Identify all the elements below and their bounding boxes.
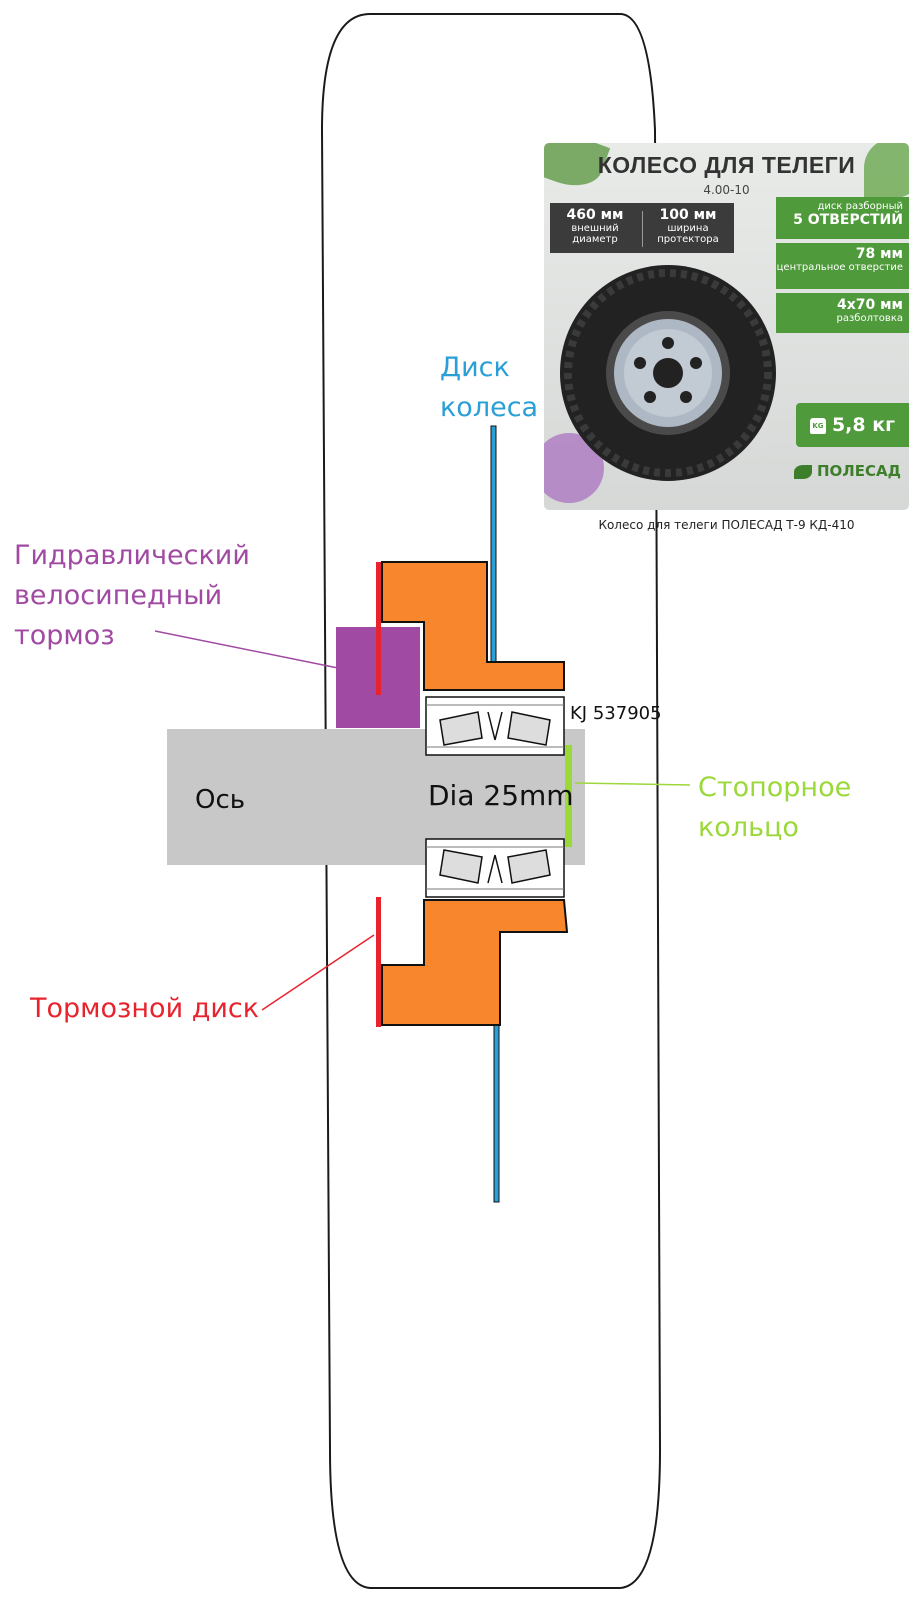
tire-outline [320,13,662,1589]
leader-retaining-ring [574,782,691,786]
hydraulic-brake-label: Гидравлический велосипедный тормоз [14,540,250,651]
spec-desc: диск разборный [817,201,904,212]
product-size: 4.00-10 [703,183,750,197]
bearing-upper [425,696,565,756]
product-title: КОЛЕСО ДЛЯ ТЕЛЕГИ [597,152,856,178]
spec-disk-holes: диск разборный 5 ОТВЕРСТИЙ [776,197,909,239]
leader-brake-disc [261,934,375,1011]
spec-desc: разболтовка [836,313,903,324]
spec-desc: ширина протектора [657,223,719,245]
spec-bolt-pattern: 4x70 мм разболтовка [776,293,909,333]
weight-badge: KG 5,8 кг [796,403,909,447]
spec-desc: внешний диаметр [571,223,619,245]
retaining-ring-label: Стопорное кольцо [698,772,852,843]
hub-upper [381,561,565,691]
spec-value: 5 ОТВЕРСТИЙ [793,212,903,228]
weight-kg-icon: KG [809,417,826,434]
spec-value: 100 мм [659,207,717,223]
spec-outer-diameter: 460 мм внешний диаметр [550,207,640,245]
weight-value: 5,8 кг [831,414,896,436]
tire-photo [560,265,776,481]
axle-label: Ось [195,785,246,815]
bearing-lower [425,838,565,898]
retaining-ring [565,745,572,847]
wheel-disk-label: Диск колеса [440,352,539,423]
spec-divider [642,211,643,247]
wheel-disk-upper [490,425,497,667]
spec-value: 460 мм [566,207,624,223]
product-caption: Колесо для телеги ПОЛЕСАД Т-9 КД-410 [598,518,855,532]
leaf-decoration [864,143,909,198]
spec-value: 78 мм [855,246,903,262]
leaf-logo-icon [794,464,812,479]
leader-hydraulic-brake [154,630,339,669]
spec-center-hole: 78 мм центральное отверстие [776,243,909,289]
brake-disc-label: Тормозной диск [30,993,260,1024]
bearing-label: KJ 537905 [570,703,662,724]
spec-value: 4x70 мм [836,297,903,313]
spec-desc: центральное отверстие [776,262,903,273]
axle-diameter-label: Dia 25mm [428,779,574,812]
hub-lower [381,899,569,1026]
spec-tread-width: 100 мм ширина протектора [643,207,733,245]
brake-disc-upper [376,562,381,695]
brand-logo: ПОЛЕСАД [794,462,901,480]
spec-panel-left: 460 мм внешний диаметр 100 мм ширина про… [550,203,734,253]
product-card: КОЛЕСО ДЛЯ ТЕЛЕГИ 4.00-10 460 мм внешний… [544,143,909,510]
brand-name: ПОЛЕСАД [817,462,901,480]
brake-disc-lower [376,897,381,1027]
